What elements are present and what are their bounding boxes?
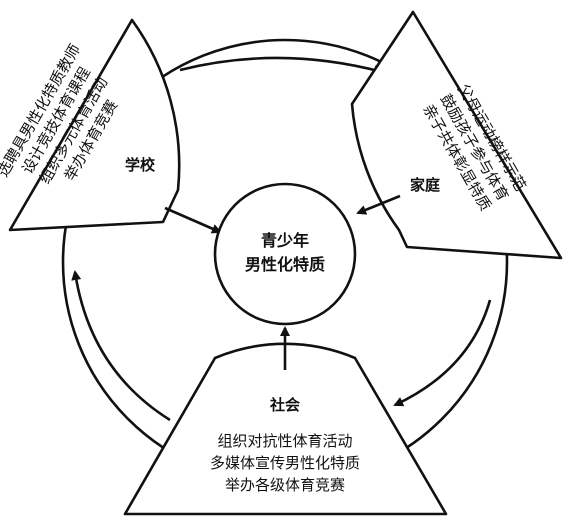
cycle-arrow-society-to-school <box>71 270 171 422</box>
society-sector <box>123 342 448 516</box>
society-label: 社会 <box>269 396 300 414</box>
arrow-school-to-center <box>164 206 222 234</box>
family-label: 家庭 <box>410 176 441 194</box>
family-sector <box>350 10 563 260</box>
arrow-family-to-center <box>356 194 401 215</box>
center-line-1: 青少年 <box>261 231 309 250</box>
center-line-2: 男性化特质 <box>245 255 325 274</box>
school-label: 学校 <box>125 156 156 174</box>
society-line-2: 多媒体宣传男性化特质 <box>210 454 360 472</box>
cycle-arrow-school-to-family <box>179 56 384 75</box>
society-line-3: 举办各级体育竞赛 <box>225 476 345 494</box>
center-circle <box>213 182 357 326</box>
school-text-group: 选聘具男性化特质教师 设计竞技体育课程 组织多元体育活动 举办体育竞赛 <box>0 41 121 187</box>
society-line-1: 组织对抗性体育活动 <box>217 432 352 450</box>
cycle-arrow-family-to-society <box>393 299 492 407</box>
school-sector <box>8 18 181 232</box>
